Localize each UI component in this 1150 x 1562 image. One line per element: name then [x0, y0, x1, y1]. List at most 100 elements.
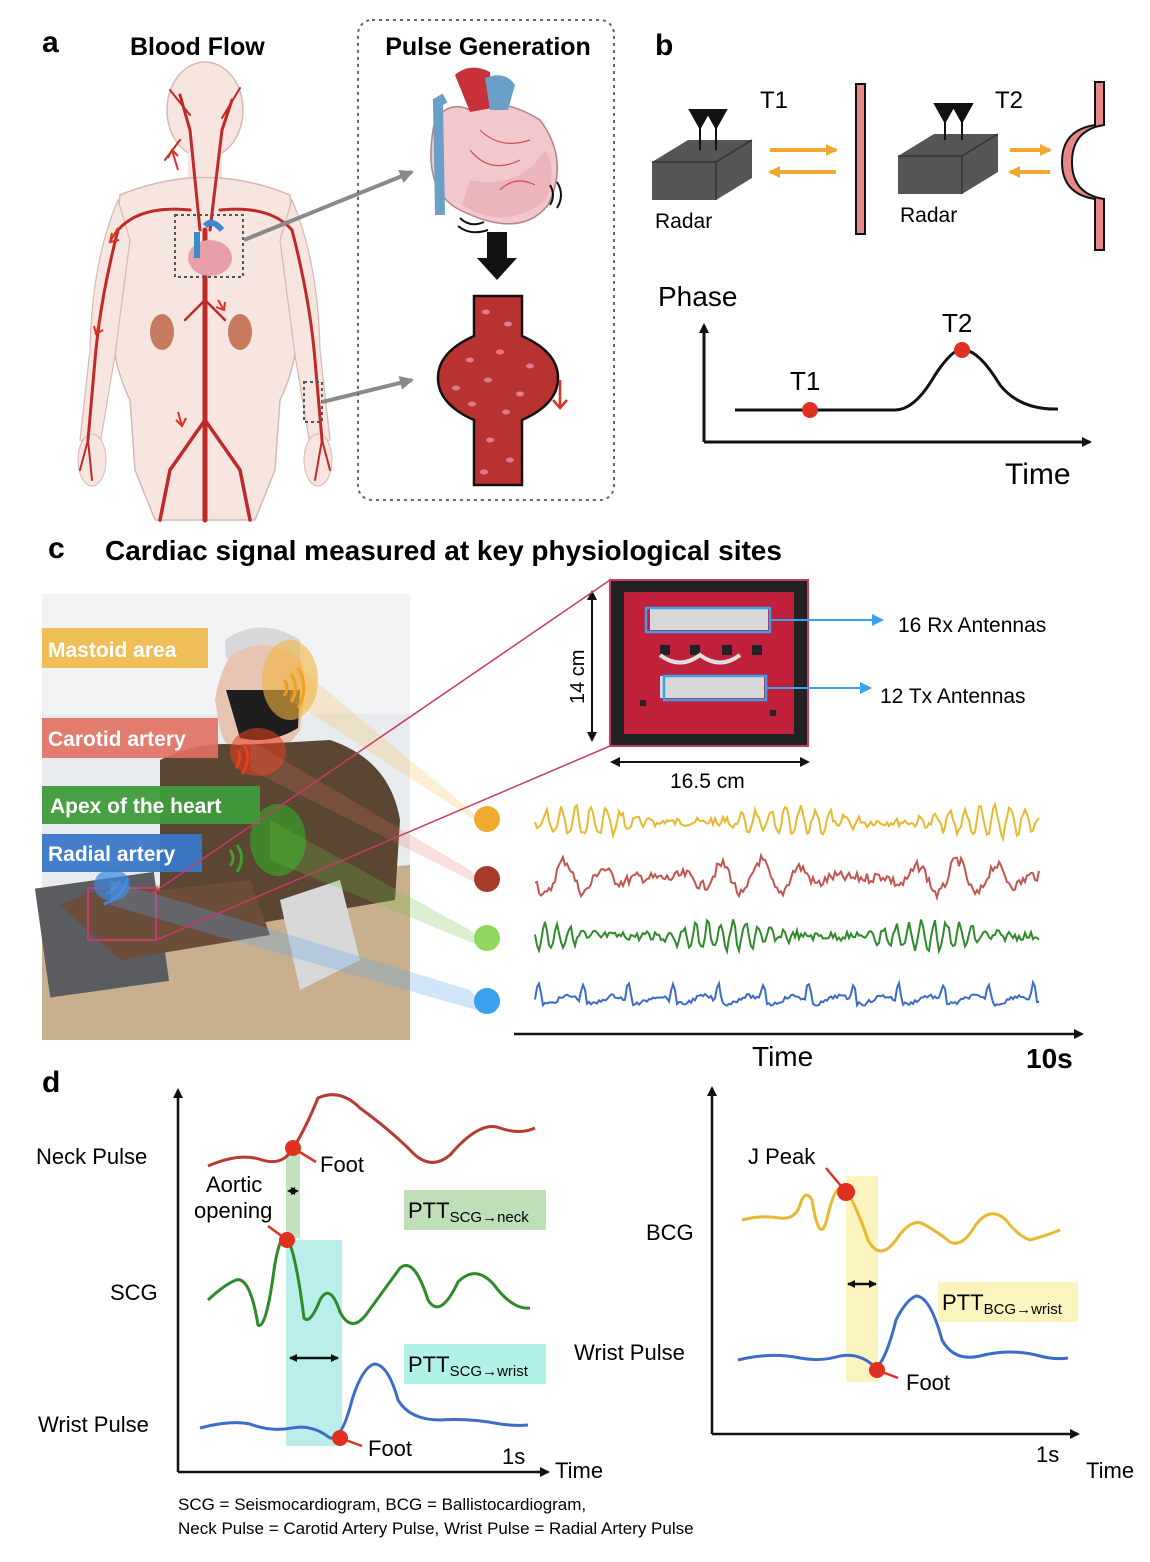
pulse-generation-box [357, 19, 615, 501]
ptt-neck-text: PTTSCG→neck [408, 1198, 529, 1226]
height-label: 14 cm [567, 650, 589, 704]
bcg-label: BCG [646, 1220, 694, 1245]
t1-point-label: T1 [790, 366, 820, 396]
right-scale-label: 1s [1036, 1442, 1059, 1467]
ptt-wrist-box [404, 1344, 546, 1384]
apex-label-bg [42, 786, 260, 824]
wrist-pulse-label-right: Wrist Pulse [574, 1340, 685, 1365]
ptt-neck-main: PTT [408, 1198, 450, 1223]
heart-illustration [430, 67, 562, 234]
rx-label: 16 Rx Antennas [898, 614, 1046, 637]
panel-d-letter: d [42, 1066, 60, 1099]
radar-label-1: Radar [655, 210, 712, 233]
ptt-wrist-text: PTTSCG→wrist [408, 1352, 529, 1380]
neck-foot-label: Foot [320, 1152, 364, 1177]
site-dot-apex [474, 925, 500, 951]
t1-label: T1 [760, 87, 788, 114]
trace-mastoid [534, 801, 1040, 843]
trace-radial [534, 979, 1039, 1009]
human-body-illustration [77, 61, 333, 523]
panel-b-letter: b [655, 29, 673, 62]
bcg-curve [741, 1186, 1061, 1253]
site-dot-radial [474, 988, 500, 1014]
mastoid-label: Mastoid area [48, 639, 177, 662]
bulging-skin [1060, 81, 1105, 251]
j-peak-label: J Peak [748, 1144, 816, 1169]
aortic-leader [267, 1224, 288, 1242]
tx-label: 12 Tx Antennas [880, 685, 1026, 708]
radial-label-bg [42, 834, 202, 872]
blood-vessel-illustration [436, 294, 568, 487]
radar-board-photo [609, 579, 809, 747]
apex-label: Apex of the heart [50, 795, 222, 818]
footnote-line-2: Neck Pulse = Carotid Artery Pulse, Wrist… [178, 1519, 694, 1538]
carotid-label: Carotid artery [48, 728, 186, 751]
left-time-label: Time [555, 1458, 603, 1483]
phase-curve [735, 347, 1059, 412]
neck-foot-leader [292, 1146, 317, 1164]
wrist-connector-arrow [321, 376, 414, 404]
panel-c-letter: c [48, 532, 65, 565]
down-arrow [477, 232, 517, 280]
radar-label-2: Radar [900, 204, 957, 227]
neck-pulse-curve [207, 1093, 536, 1168]
radar-t2 [898, 103, 999, 194]
wrist-pulse-curve-left [199, 1362, 529, 1440]
traces-duration-label: 10s [1026, 1043, 1073, 1074]
traces-time-label: Time [752, 1041, 813, 1072]
left-scale-label: 1s [502, 1444, 525, 1469]
mastoid-label-bg [42, 628, 208, 668]
ptt-wrist-main: PTT [408, 1352, 450, 1377]
carotid-label-bg [42, 718, 218, 758]
neck-pulse-label: Neck Pulse [36, 1144, 147, 1169]
wrist-foot-label-right: Foot [906, 1370, 950, 1395]
panel-c-title: Cardiac signal measured at key physiolog… [105, 535, 782, 566]
phase-axis-label: Phase [658, 281, 737, 312]
trace-carotid [534, 852, 1040, 902]
scg-curve [206, 1236, 531, 1327]
phase-time-label: Time [1005, 458, 1071, 491]
heart-connector-arrow [243, 170, 414, 242]
t1-point [802, 402, 818, 418]
wrist-pulse-curve-right [737, 1294, 1069, 1371]
ptt-bcg-band [846, 1176, 878, 1382]
ptt-neck-sub: SCG→neck [450, 1209, 530, 1226]
wrist-foot-label-left: Foot [368, 1436, 412, 1461]
ptt-bcg-box [938, 1282, 1078, 1322]
width-label: 16.5 cm [670, 770, 745, 793]
ptt-neck-box [404, 1190, 546, 1230]
radar-t1 [652, 109, 753, 200]
footnote-line-1: SCG = Seismocardiogram, BCG = Ballistoca… [178, 1495, 586, 1514]
right-time-label: Time [1086, 1458, 1134, 1483]
j-peak-leader [825, 1167, 847, 1193]
trace-apex [534, 918, 1040, 956]
t2-label: T2 [995, 87, 1023, 114]
t2-point-label: T2 [942, 308, 972, 338]
ptt-wrist-sub: SCG→wrist [450, 1363, 529, 1380]
ptt-wrist-band [286, 1240, 342, 1446]
pulse-generation-title: Pulse Generation [385, 33, 591, 61]
wrist-pulse-label-left: Wrist Pulse [38, 1412, 149, 1437]
aortic-label-2: opening [194, 1198, 272, 1223]
panel-a-letter: a [42, 26, 59, 59]
ptt-bcg-sub: BCG→wrist [984, 1301, 1063, 1318]
site-dot-mastoid [474, 806, 500, 832]
cardiac-traces [534, 801, 1040, 1009]
site-dot-carotid [474, 866, 500, 892]
zoom-line-bottom [155, 745, 611, 941]
wrist-foot-leader-left [339, 1436, 363, 1448]
ptt-neck-band [286, 1150, 300, 1238]
radial-label: Radial artery [48, 843, 176, 866]
blood-flow-title: Blood Flow [130, 33, 265, 61]
ptt-bcg-text: PTTBCG→wrist [942, 1290, 1063, 1318]
flat-skin [855, 83, 866, 235]
zoom-line-top [149, 579, 611, 896]
scg-label: SCG [110, 1280, 158, 1305]
t2-point [954, 342, 970, 358]
aortic-label-1: Aortic [206, 1172, 262, 1197]
sensor-wave-icons [103, 667, 306, 906]
projection-beams [110, 660, 490, 1014]
wrist-foot-leader-right [876, 1368, 899, 1380]
ptt-bcg-main: PTT [942, 1290, 984, 1315]
